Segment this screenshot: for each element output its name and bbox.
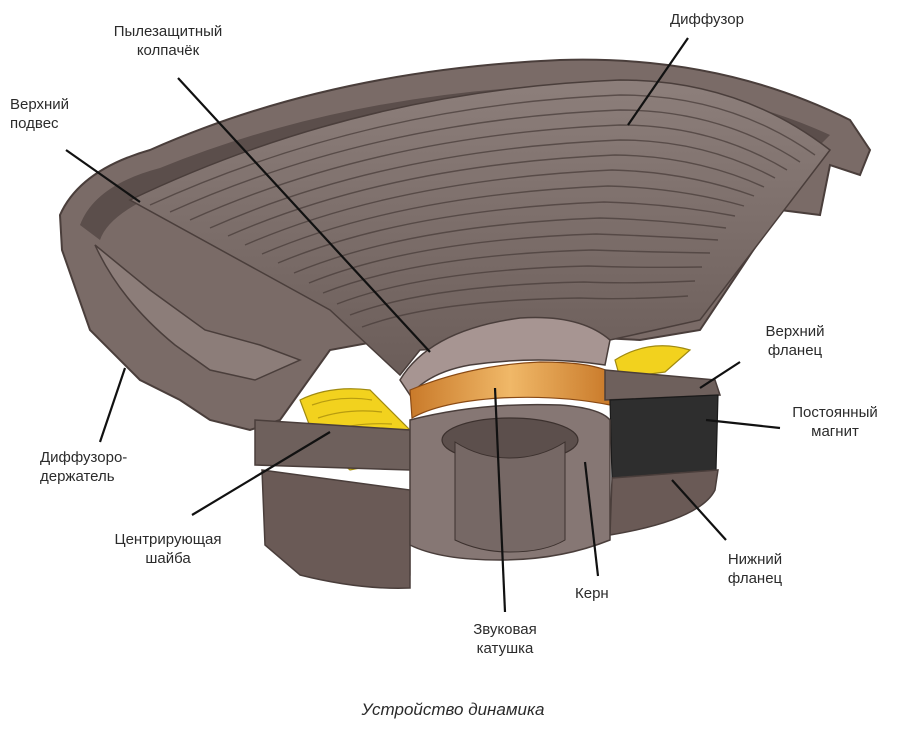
pointer-upper-surround	[65, 149, 141, 203]
pointer-spider	[191, 431, 331, 516]
pointer-lower-flange	[671, 479, 727, 541]
pointer-upper-flange	[699, 361, 741, 389]
pointer-voice-coil	[493, 387, 507, 613]
label-basket: Диффузоро-держатель	[40, 449, 128, 485]
pointer-basket	[98, 367, 127, 443]
pointer-magnet	[705, 418, 781, 430]
figure-caption: Устройство динамика	[361, 700, 545, 719]
pointer-core	[583, 461, 600, 577]
pointer-dust-cap	[177, 77, 431, 353]
dust-cap	[399, 316, 611, 397]
pointer-diffuser	[627, 37, 689, 126]
lower-flange-plate	[261, 469, 719, 589]
magnet-right	[609, 394, 719, 479]
label-core: Керн	[575, 585, 609, 602]
pole-piece	[409, 403, 611, 561]
label-diffuser: Диффузор	[670, 11, 744, 28]
cone-diffuser	[128, 79, 832, 377]
pointer-lines	[65, 37, 781, 613]
